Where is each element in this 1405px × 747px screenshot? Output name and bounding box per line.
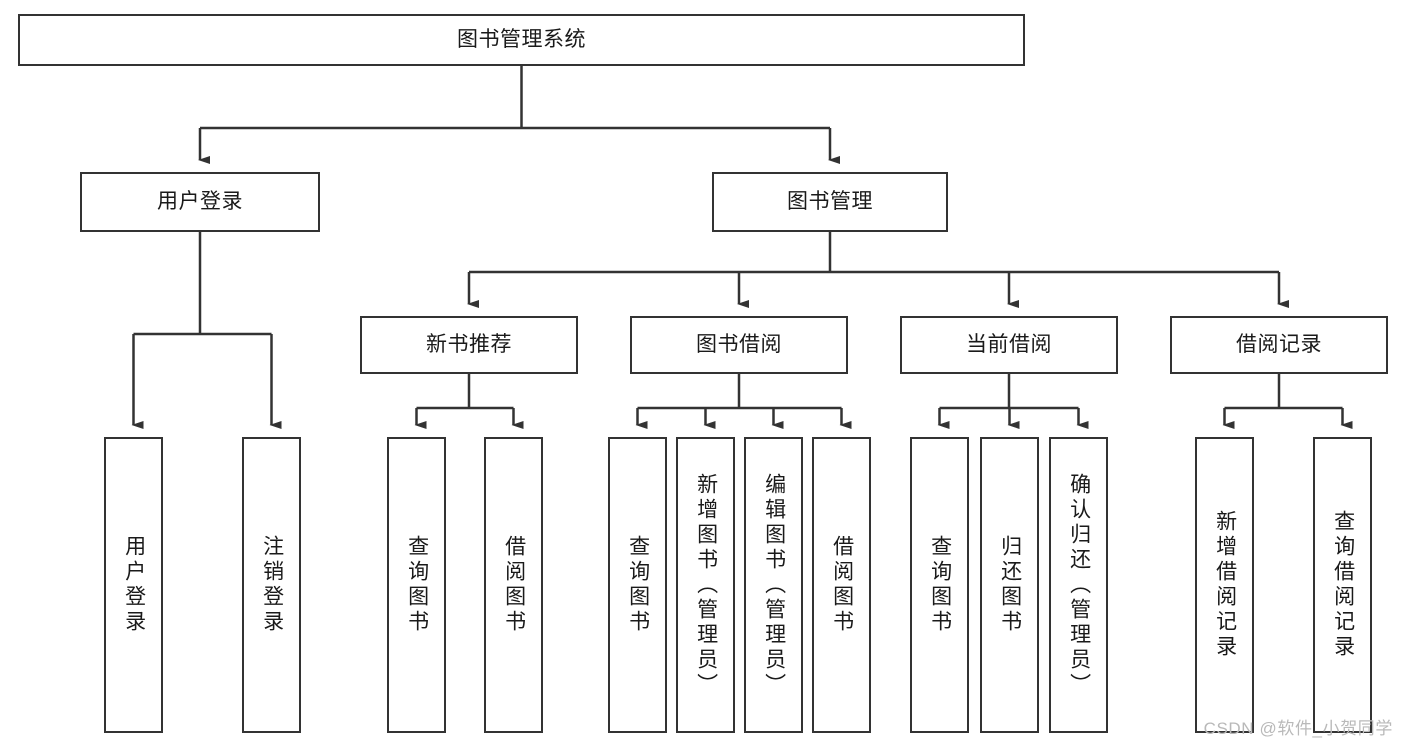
leaf-query-book-rec-label: 查询图书 [405,535,429,635]
leaf-user-login[interactable]: 用户登录 [104,437,163,733]
node-current-borrow-label: 当前借阅 [966,332,1052,356]
leaf-add-book[interactable]: 新增图书（管理员） [676,437,735,733]
node-user-login[interactable]: 用户登录 [80,172,320,232]
node-root-label: 图书管理系统 [457,27,586,51]
node-root[interactable]: 图书管理系统 [18,14,1025,66]
leaf-query-book-borrow-label: 查询图书 [626,535,650,635]
node-book-manage-label: 图书管理 [787,189,873,213]
leaf-query-book-rec[interactable]: 查询图书 [387,437,446,733]
leaf-logout[interactable]: 注销登录 [242,437,301,733]
leaf-borrow-book-label: 借阅图书 [830,535,854,635]
leaf-add-book-label: 新增图书（管理员） [694,472,718,698]
leaf-confirm-return-label: 确认归还（管理员） [1067,472,1091,698]
leaf-query-book-current-label: 查询图书 [928,535,952,635]
leaf-query-record[interactable]: 查询借阅记录 [1313,437,1372,733]
leaf-edit-book[interactable]: 编辑图书（管理员） [744,437,803,733]
leaf-borrow-book-rec[interactable]: 借阅图书 [484,437,543,733]
node-book-borrow-label: 图书借阅 [696,332,782,356]
leaf-edit-book-label: 编辑图书（管理员） [762,472,786,698]
leaf-user-login-label: 用户登录 [122,535,146,635]
leaf-confirm-return[interactable]: 确认归还（管理员） [1049,437,1108,733]
leaf-return-book-label: 归还图书 [998,535,1022,635]
leaf-logout-label: 注销登录 [260,535,284,635]
leaf-query-book-current[interactable]: 查询图书 [910,437,969,733]
node-book-borrow[interactable]: 图书借阅 [630,316,848,374]
node-user-login-label: 用户登录 [157,189,243,213]
node-new-book-rec[interactable]: 新书推荐 [360,316,578,374]
leaf-query-record-label: 查询借阅记录 [1331,510,1355,660]
leaf-borrow-book[interactable]: 借阅图书 [812,437,871,733]
node-borrow-record[interactable]: 借阅记录 [1170,316,1388,374]
node-new-book-rec-label: 新书推荐 [426,332,512,356]
leaf-add-record[interactable]: 新增借阅记录 [1195,437,1254,733]
node-borrow-record-label: 借阅记录 [1236,332,1322,356]
node-book-manage[interactable]: 图书管理 [712,172,948,232]
leaf-borrow-book-rec-label: 借阅图书 [502,535,526,635]
leaf-return-book[interactable]: 归还图书 [980,437,1039,733]
watermark: CSDN @软件_小贺同学 [1203,719,1393,738]
leaf-add-record-label: 新增借阅记录 [1213,510,1237,660]
leaf-query-book-borrow[interactable]: 查询图书 [608,437,667,733]
node-current-borrow[interactable]: 当前借阅 [900,316,1118,374]
